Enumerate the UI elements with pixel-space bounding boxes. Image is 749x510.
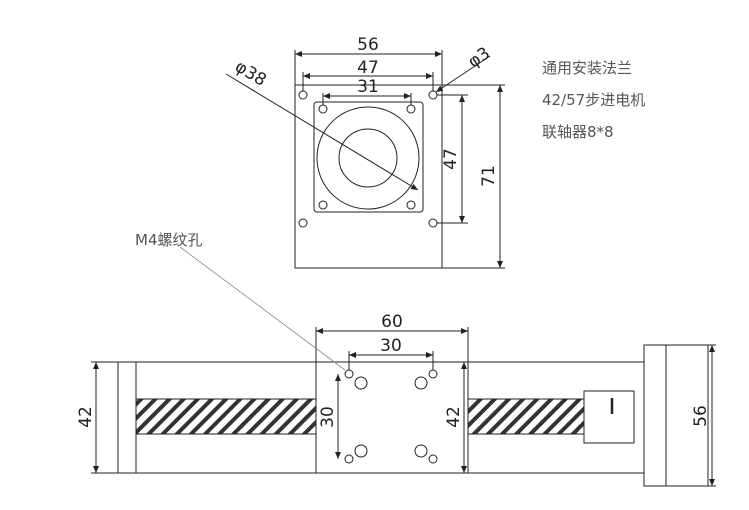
motor-square — [313, 101, 424, 213]
slider-carriage — [315, 361, 469, 474]
motor-body — [665, 344, 709, 487]
top-view — [225, 50, 505, 269]
slider-hole-bml — [354, 444, 368, 458]
left-end-block — [117, 361, 137, 474]
m4-hole-label: M4螺纹孔 — [135, 231, 203, 249]
slider-hole-mr — [414, 376, 428, 390]
mount-hole-tr — [428, 90, 438, 100]
dim-71: 71 — [479, 165, 499, 187]
motor-flange — [643, 344, 667, 487]
motor-hole-tr — [406, 104, 416, 114]
slider-hole-bmr — [414, 444, 428, 458]
note-flange: 通用安装法兰 — [542, 59, 633, 77]
bore-outer — [316, 106, 420, 210]
dim-42-left: 42 — [76, 406, 96, 428]
dia38-leader — [225, 73, 419, 191]
dim-31: 31 — [357, 77, 379, 97]
coupler — [583, 390, 635, 444]
slider-m4-hole-bl — [344, 454, 354, 464]
mount-hole-tl — [298, 90, 308, 100]
dim-56-right: 56 — [691, 405, 711, 427]
mount-hole-bl — [298, 218, 308, 228]
dim-56: 56 — [357, 35, 379, 55]
dim-30-vertical: 30 — [318, 406, 338, 428]
bore-inner — [338, 128, 398, 188]
m4-leader — [179, 246, 346, 371]
dim-30-horizontal: 30 — [380, 336, 402, 356]
flange-outline — [294, 84, 443, 269]
dim-60: 60 — [381, 312, 403, 332]
motor-hole-bl — [318, 200, 328, 210]
dia3-leader — [435, 55, 491, 93]
slider-hole-ml — [354, 376, 368, 390]
mount-hole-br — [428, 218, 438, 228]
lead-screw-right — [467, 398, 585, 435]
slider-m4-hole-br — [428, 454, 438, 464]
dim-47-vertical: 47 — [441, 148, 461, 170]
note-coupler: 联轴器8*8 — [542, 123, 614, 141]
motor-hole-br — [406, 200, 416, 210]
note-motor: 42/57步进电机 — [542, 91, 646, 109]
dim-42-mid: 42 — [444, 406, 464, 428]
dim-47: 47 — [357, 58, 379, 78]
motor-hole-tl — [318, 104, 328, 114]
side-view — [91, 327, 716, 487]
dim-dia3: φ3 — [464, 43, 493, 72]
dim-dia38: φ38 — [231, 57, 269, 91]
lead-screw-left — [135, 398, 317, 435]
